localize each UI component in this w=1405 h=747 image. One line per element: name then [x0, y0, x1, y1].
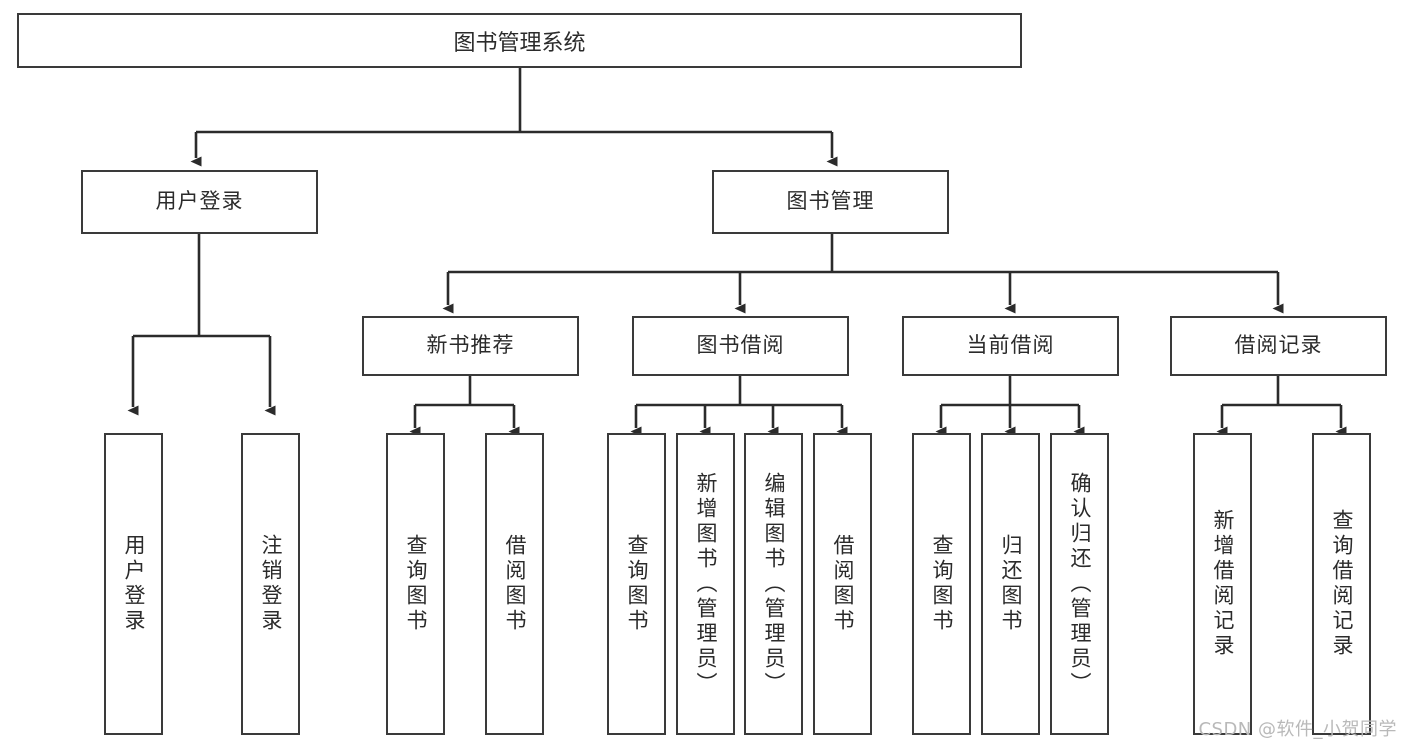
node-label: 图书管理系统 [453, 30, 586, 56]
watermark-text: CSDN @软件_小贺同学 [1198, 719, 1397, 740]
node-label: 图书借阅 [696, 333, 785, 358]
leaf-user-login-logout[interactable]: 注销登录 [241, 433, 300, 735]
node-label: 编辑图书（管理员） [762, 471, 786, 697]
node-new-book-recommend[interactable]: 新书推荐 [362, 316, 579, 376]
node-label: 查询图书 [930, 534, 954, 634]
leaf-new-book-borrow[interactable]: 借阅图书 [485, 433, 544, 735]
leaf-borrow-record-add[interactable]: 新增借阅记录 [1193, 433, 1252, 735]
node-borrow-record[interactable]: 借阅记录 [1170, 316, 1387, 376]
node-label: 注销登录 [259, 534, 283, 634]
node-root-system[interactable]: 图书管理系统 [17, 13, 1022, 68]
node-book-borrow[interactable]: 图书借阅 [632, 316, 849, 376]
node-current-borrow[interactable]: 当前借阅 [902, 316, 1119, 376]
node-label: 查询图书 [404, 534, 428, 634]
leaf-book-borrow-query[interactable]: 查询图书 [607, 433, 666, 735]
leaf-book-borrow-lend[interactable]: 借阅图书 [813, 433, 872, 735]
leaf-current-borrow-query[interactable]: 查询图书 [912, 433, 971, 735]
node-label: 借阅图书 [831, 534, 855, 634]
node-label: 借阅记录 [1234, 333, 1323, 358]
leaf-book-borrow-add[interactable]: 新增图书（管理员） [676, 433, 735, 735]
node-label: 当前借阅 [966, 333, 1055, 358]
node-label: 用户登录 [122, 534, 146, 634]
node-label: 新增图书（管理员） [694, 471, 718, 697]
node-label: 确认归还（管理员） [1068, 471, 1092, 697]
node-label: 查询借阅记录 [1330, 509, 1354, 659]
leaf-current-borrow-return[interactable]: 归还图书 [981, 433, 1040, 735]
node-label: 用户登录 [155, 189, 244, 214]
leaf-current-borrow-confirm-return[interactable]: 确认归还（管理员） [1050, 433, 1109, 735]
node-book-management[interactable]: 图书管理 [712, 170, 949, 234]
node-label: 借阅图书 [503, 534, 527, 634]
leaf-user-login-login[interactable]: 用户登录 [104, 433, 163, 735]
node-label: 图书管理 [786, 189, 875, 214]
node-label: 新增借阅记录 [1211, 509, 1235, 659]
leaf-book-borrow-edit[interactable]: 编辑图书（管理员） [744, 433, 803, 735]
leaf-new-book-query[interactable]: 查询图书 [386, 433, 445, 735]
node-user-login[interactable]: 用户登录 [81, 170, 318, 234]
node-label: 新书推荐 [426, 333, 515, 358]
node-label: 归还图书 [999, 534, 1023, 634]
leaf-borrow-record-query[interactable]: 查询借阅记录 [1312, 433, 1371, 735]
node-label: 查询图书 [625, 534, 649, 634]
